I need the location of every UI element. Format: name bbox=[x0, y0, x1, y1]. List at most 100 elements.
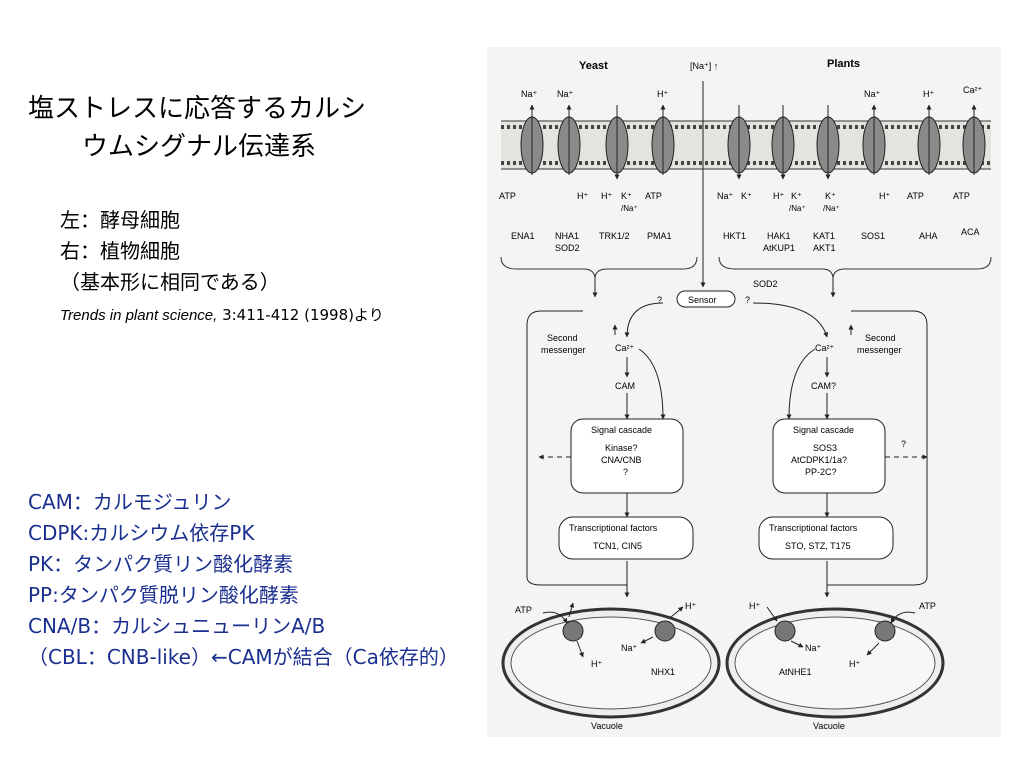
na-label: Na⁺ bbox=[805, 643, 822, 653]
vacuole-label: Vacuole bbox=[591, 721, 623, 731]
plant-bottom-label: H⁺ bbox=[773, 191, 784, 201]
plant-tf-box bbox=[758, 516, 894, 560]
membrane-transporters bbox=[520, 116, 986, 174]
top-ion-labels: Na⁺ Na⁺ H⁺ Na⁺ H⁺ Ca²⁺ bbox=[521, 85, 983, 99]
abbr-pp: PP:タンパク質脱リン酸化酵素 bbox=[28, 583, 299, 607]
yeast-heading: Yeast bbox=[579, 60, 608, 72]
plant-top-ion: Na⁺ bbox=[864, 89, 881, 99]
yeast-tf: TCN1, CIN5 bbox=[593, 541, 642, 551]
info-block: 左：酵母細胞 右：植物細胞 （基本形に相同である） Trends in plan… bbox=[60, 205, 384, 331]
plant-bottom-label: Na⁺ bbox=[717, 191, 734, 201]
second-messenger-label: Second bbox=[865, 333, 896, 343]
calcium-label: Ca²⁺ bbox=[615, 343, 635, 353]
abbr-cbl: （CBL：CNB-like）←CAMが結合（Ca依存的） bbox=[28, 645, 459, 669]
plant-bottom-label: K⁺ bbox=[825, 191, 836, 201]
transporter-name: AKT1 bbox=[813, 243, 836, 253]
transporter-name: AHA bbox=[919, 231, 938, 241]
yeast-bottom-label: H⁺ bbox=[601, 191, 612, 201]
na-signal: [Na⁺] ↑ bbox=[690, 61, 718, 71]
cam-label: CAM bbox=[615, 381, 635, 391]
plant-top-ion: H⁺ bbox=[923, 89, 934, 99]
plant-vacuole bbox=[725, 607, 945, 719]
tf-title: Transcriptional factors bbox=[569, 523, 658, 533]
plant-bottom-label: ATP bbox=[907, 191, 924, 201]
transporter-name: KAT1 bbox=[813, 231, 835, 241]
yeast-cascade-box bbox=[570, 418, 684, 494]
flow-arrows bbox=[526, 279, 928, 598]
yeast-tf-box bbox=[558, 516, 694, 560]
vacuole-arrows bbox=[542, 602, 916, 658]
slide-title: 塩ストレスに応答するカルシ ウムシグナル伝達系 bbox=[28, 90, 366, 166]
cascade-title: Signal cascade bbox=[793, 425, 854, 435]
transporter-name: HKT1 bbox=[723, 231, 746, 241]
left-label: 左：酵母細胞 bbox=[60, 208, 180, 232]
yeast-bottom-label: /Na⁺ bbox=[621, 204, 638, 213]
transporter-name: PMA1 bbox=[647, 231, 672, 241]
abbr-cna: CNA/B：カルシュニューリンA/B bbox=[28, 614, 326, 638]
sensor-box bbox=[676, 290, 736, 308]
citation-journal: Trends in plant science, bbox=[60, 307, 218, 324]
h-label: H⁺ bbox=[849, 659, 860, 669]
right-label: 右：植物細胞 bbox=[60, 239, 180, 263]
yeast-top-ion: Na⁺ bbox=[521, 89, 538, 99]
yeast-cascade-item: ? bbox=[623, 467, 628, 477]
title-line-2: ウムシグナル伝達系 bbox=[82, 132, 317, 162]
cam-label: CAM? bbox=[811, 381, 836, 391]
bottom-ion-labels: ATP H⁺ H⁺ K⁺ /Na⁺ ATP Na⁺ K⁺ H⁺ K⁺ /Na⁺ … bbox=[499, 191, 970, 213]
abbr-cam: CAM：カルモジュリン bbox=[28, 490, 232, 514]
yeast-top-ion: H⁺ bbox=[657, 89, 668, 99]
question-mark: ? bbox=[901, 439, 906, 449]
citation-rest: 3:411-412 (1998)より bbox=[217, 306, 384, 324]
plant-bottom-label: K⁺ bbox=[741, 191, 752, 201]
sod2-label: SOD2 bbox=[753, 279, 778, 289]
plant-top-ion: Ca²⁺ bbox=[963, 85, 983, 95]
plant-tf: STO, STZ, T175 bbox=[785, 541, 851, 551]
ion-flux-arrows bbox=[529, 81, 977, 288]
yeast-vacuole bbox=[501, 607, 721, 719]
transporter-name: SOS1 bbox=[861, 231, 885, 241]
plant-cascade-item: PP-2C? bbox=[805, 467, 837, 477]
plant-bottom-label: /Na⁺ bbox=[823, 204, 840, 213]
plants-heading: Plants bbox=[827, 58, 860, 70]
atnhe1-label: AtNHE1 bbox=[779, 667, 812, 677]
second-messenger-label: messenger bbox=[541, 345, 586, 355]
plant-bottom-label: K⁺ bbox=[791, 191, 802, 201]
plant-cascade-item: SOS3 bbox=[813, 443, 837, 453]
yeast-bottom-label: ATP bbox=[645, 191, 662, 201]
transporter-name: HAK1 bbox=[767, 231, 791, 241]
transporter-name: TRK1/2 bbox=[599, 231, 630, 241]
yeast-cascade-item: CNA/CNB bbox=[601, 455, 642, 465]
grouping-braces bbox=[500, 256, 992, 280]
diagram-svg: Yeast Plants [Na⁺] ↑ Na⁺ bbox=[499, 58, 992, 731]
signaling-diagram: Yeast Plants [Na⁺] ↑ Na⁺ bbox=[487, 47, 1001, 737]
title-line-1: 塩ストレスに応答するカルシ bbox=[28, 94, 367, 124]
cascade-title: Signal cascade bbox=[591, 425, 652, 435]
tf-title: Transcriptional factors bbox=[769, 523, 858, 533]
calcium-label: Ca²⁺ bbox=[815, 343, 835, 353]
transporter-name: ENA1 bbox=[511, 231, 535, 241]
question-mark: ? bbox=[657, 295, 662, 305]
yeast-bottom-label: ATP bbox=[499, 191, 516, 201]
vacuole-labels: ATP H⁺ H⁺ Na⁺ NHX1 H⁺ Na⁺ H⁺ ATP AtNHE1 … bbox=[515, 601, 936, 731]
yeast-bottom-label: K⁺ bbox=[621, 191, 632, 201]
h-label: H⁺ bbox=[749, 601, 760, 611]
abbreviation-list: CAM：カルモジュリン CDPK:カルシウム依存PK PK：タンパク質リン酸化酵… bbox=[28, 487, 459, 673]
abbr-cdpk: CDPK:カルシウム依存PK bbox=[28, 521, 255, 545]
transporter-names: ENA1 NHA1 SOD2 TRK1/2 PMA1 HKT1 HAK1 AtK… bbox=[511, 227, 980, 253]
abbr-pk: PK：タンパク質リン酸化酵素 bbox=[28, 552, 294, 576]
h-label: H⁺ bbox=[591, 659, 602, 669]
same-note: （基本形に相同である） bbox=[60, 270, 280, 294]
sensor-label: Sensor bbox=[688, 295, 717, 305]
na-label: Na⁺ bbox=[621, 643, 638, 653]
citation: Trends in plant science, 3:411-412 (1998… bbox=[60, 300, 384, 331]
transporter-name: ACA bbox=[961, 227, 980, 237]
atp-label: ATP bbox=[919, 601, 936, 611]
atp-label: ATP bbox=[515, 605, 532, 615]
vacuole-label: Vacuole bbox=[813, 721, 845, 731]
transporter-name: NHA1 bbox=[555, 231, 579, 241]
plant-bottom-label: H⁺ bbox=[879, 191, 890, 201]
plant-bottom-label: ATP bbox=[953, 191, 970, 201]
yeast-top-ion: Na⁺ bbox=[557, 89, 574, 99]
yeast-bottom-label: H⁺ bbox=[577, 191, 588, 201]
plant-bottom-label: /Na⁺ bbox=[789, 204, 806, 213]
